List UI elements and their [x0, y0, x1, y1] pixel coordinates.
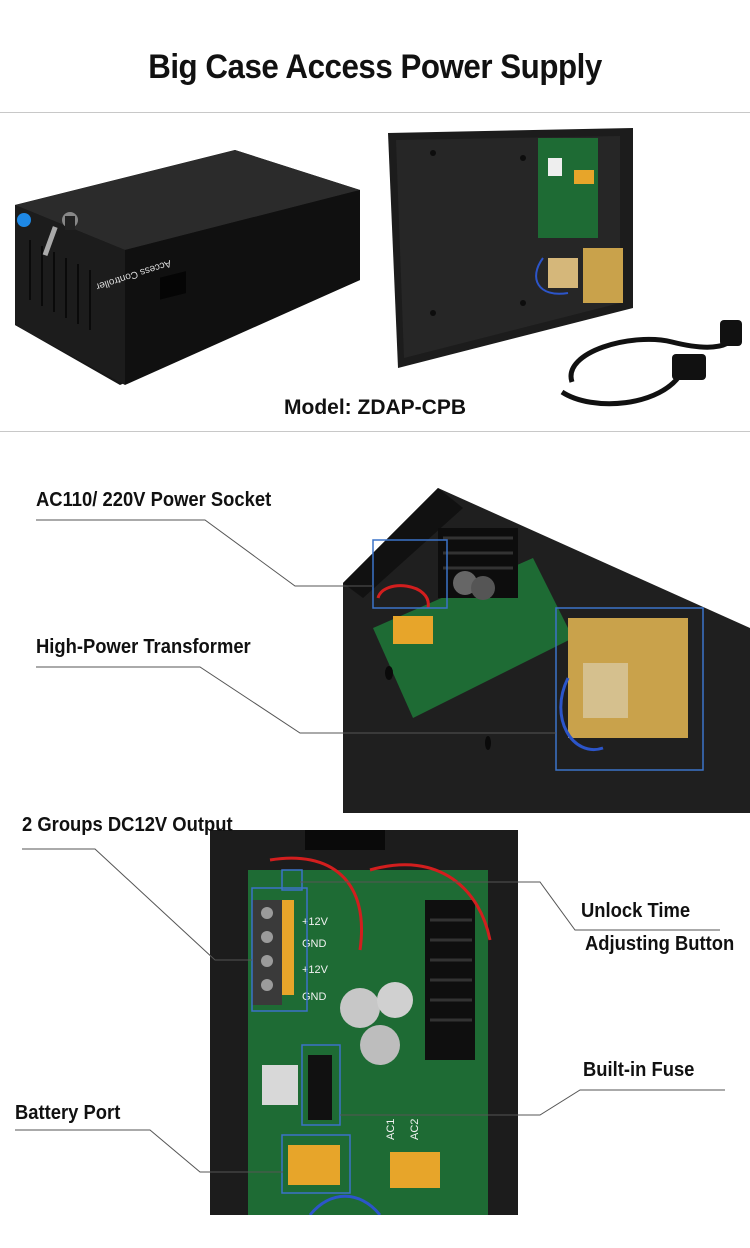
leader-power-socket [36, 519, 373, 587]
status-led-icon [17, 213, 31, 227]
key-icon [42, 212, 78, 257]
callout-battery: Battery Port [15, 1102, 121, 1124]
divider-mid [0, 431, 750, 432]
callout-power-socket: AC110/ 220V Power Socket [36, 489, 272, 511]
callout-unlock-time-1: Unlock Time [581, 900, 691, 922]
callout-dc-output: 2 Groups DC12V Output [22, 814, 233, 836]
ac1-label: AC1 [385, 1119, 397, 1140]
interior-view-bottom: +12V GND +12V GND AC1 AC2 [210, 830, 518, 1215]
closed-case-image: Access Controller [15, 150, 360, 385]
callout-fuse: Built-in Fuse [583, 1059, 695, 1081]
model-label: Model: ZDAP-CPB [284, 396, 466, 419]
terminal-label-2: GND [302, 938, 327, 950]
ac2-label: AC2 [409, 1119, 421, 1140]
terminal-label-3: +12V [302, 964, 329, 976]
power-cord-image [560, 320, 742, 407]
callout-transformer: High-Power Transformer [36, 636, 251, 658]
open-case-image [388, 128, 633, 368]
terminal-label-4: GND [302, 991, 327, 1003]
divider-top [0, 112, 750, 113]
page-title: Big Case Access Power Supply [148, 48, 602, 86]
terminal-label-1: +12V [302, 916, 329, 928]
callout-unlock-time-2: Adjusting Button [585, 933, 735, 955]
interior-view-top [343, 488, 750, 813]
